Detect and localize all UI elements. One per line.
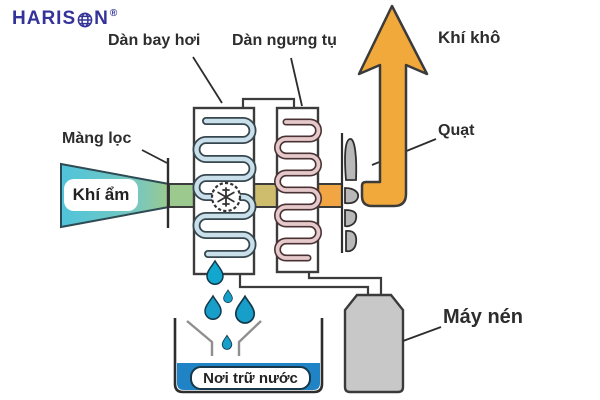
logo-text-part2: N [94,8,109,29]
evaporator-coil [192,117,257,258]
leader-lines [141,56,442,342]
refrigerant-pipe-top [241,97,296,108]
airflow-segment-filtered [168,183,197,208]
evaporator-label: Dàn bay hơi [108,32,201,49]
collection-funnel [186,320,262,356]
filter-leader-line [141,149,168,164]
dry-air-arrow [357,4,429,208]
humid-air-label: Khí ẩm [64,179,138,211]
brand-logo: HARIS N® [12,8,117,30]
water-drop-icon [204,294,222,320]
water-tank-label: Nơi trữ nước [190,366,311,390]
compressor-leader-line [402,326,442,342]
snowflake-icon [210,181,242,213]
fan [340,133,360,253]
condenser-leader-line [290,57,303,107]
condenser-label: Dàn ngưng tụ [232,32,337,49]
refrigerant-pipe-condenser [307,272,383,297]
refrigerant-pipe-evaporator [238,274,370,297]
dry-air-label: Khí khô [438,28,501,47]
fan-blades [344,138,360,253]
compressor-label: Máy nén [443,306,524,328]
filter-label: Màng lọc [62,130,132,147]
compressor-tank [343,293,405,394]
logo-text-part1: HARIS [12,8,77,29]
water-drop-icon [223,289,233,304]
water-drop-icon [221,334,233,350]
water-drop-icon [206,259,224,285]
airflow-segment-middle [252,183,279,208]
condenser-coil [274,118,322,262]
globe-icon [77,12,93,28]
registered-mark: ® [109,7,119,19]
water-tank-outline [173,318,324,394]
water-drops [204,259,256,350]
fan-label: Quạt [438,122,475,139]
water-drop-icon [234,294,256,324]
evaporator-leader-line [192,56,223,104]
